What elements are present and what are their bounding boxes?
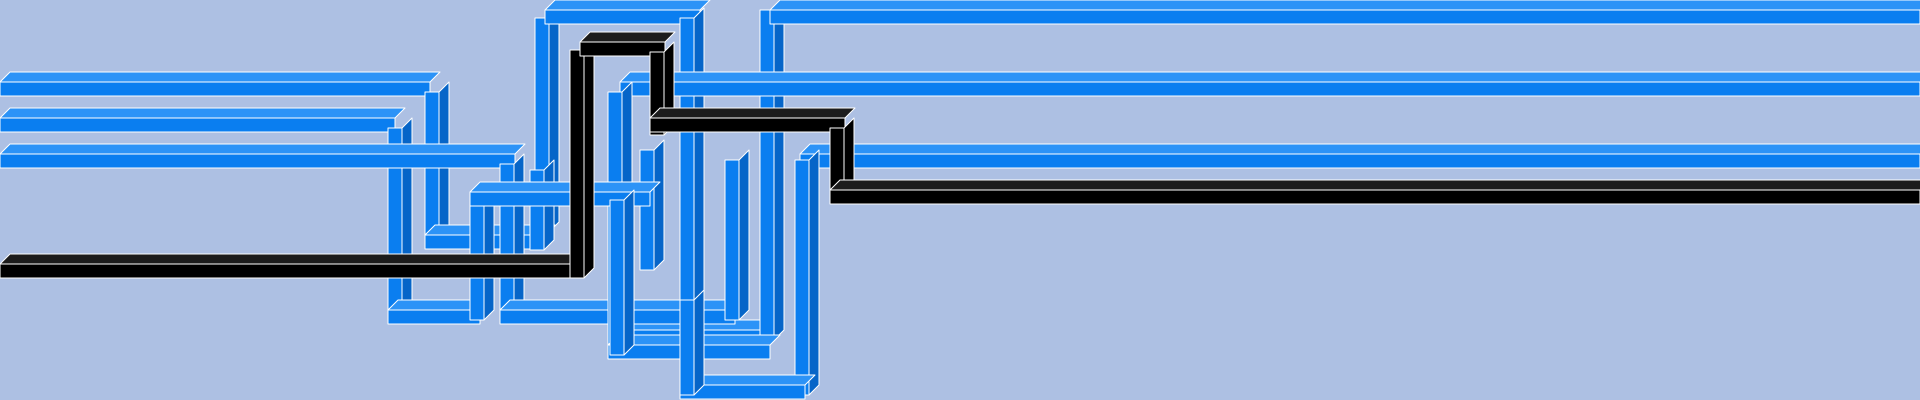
pipe-side-face	[693, 289, 705, 396]
pipe-front-face	[679, 17, 695, 341]
pipe-front-face	[569, 49, 585, 279]
pipe-top-face	[829, 179, 1920, 191]
pipe-side-face	[738, 149, 750, 321]
pipe-top-face	[544, 0, 711, 11]
pipe-top-face	[579, 31, 676, 43]
pipe-side-face	[773, 0, 785, 341]
pipe-top-face	[0, 143, 526, 155]
pipe-front-face	[829, 189, 1920, 205]
pipe-front-face	[544, 9, 701, 25]
pipe-top-face	[0, 71, 441, 83]
pipe-front-face	[387, 309, 481, 325]
pipe-top-face	[0, 253, 591, 265]
pipe-top-face	[469, 181, 661, 193]
pipe-side-face	[623, 189, 635, 356]
pipe-front-face	[724, 159, 740, 321]
pipe-front-face	[794, 159, 810, 396]
pipe-front-face	[0, 263, 581, 279]
pipe-front-face	[619, 81, 1920, 97]
pipe-front-face	[0, 81, 431, 97]
pipe-front-face	[579, 41, 666, 57]
pipe-front-face	[759, 9, 775, 341]
pipe-front-face	[469, 191, 651, 207]
pipe-top-face	[649, 107, 856, 119]
pipe-top-face	[0, 107, 406, 119]
pipe-blue-right-lower	[679, 143, 1920, 400]
pipe-front-face	[639, 149, 655, 271]
pipe-side-face	[653, 139, 665, 271]
pipe-black-right	[649, 107, 1920, 205]
pipe-black-left	[0, 31, 676, 279]
pipe-front-face	[769, 9, 1920, 25]
pipe-front-face	[0, 153, 516, 169]
pipe-top-face	[769, 0, 1920, 11]
pipe-top-face	[799, 143, 1920, 155]
pipe-side-face	[693, 7, 705, 341]
pipe-front-face	[0, 117, 396, 133]
pipe-front-face	[609, 199, 625, 356]
pipe-side-face	[808, 149, 820, 396]
pipe-side-face	[513, 153, 525, 321]
pipe-front-face	[649, 117, 846, 133]
pipe-side-face	[583, 39, 595, 279]
pipe-front-face	[799, 153, 1920, 169]
pipe-top-face	[619, 71, 1920, 83]
pipe-front-face	[679, 299, 695, 396]
